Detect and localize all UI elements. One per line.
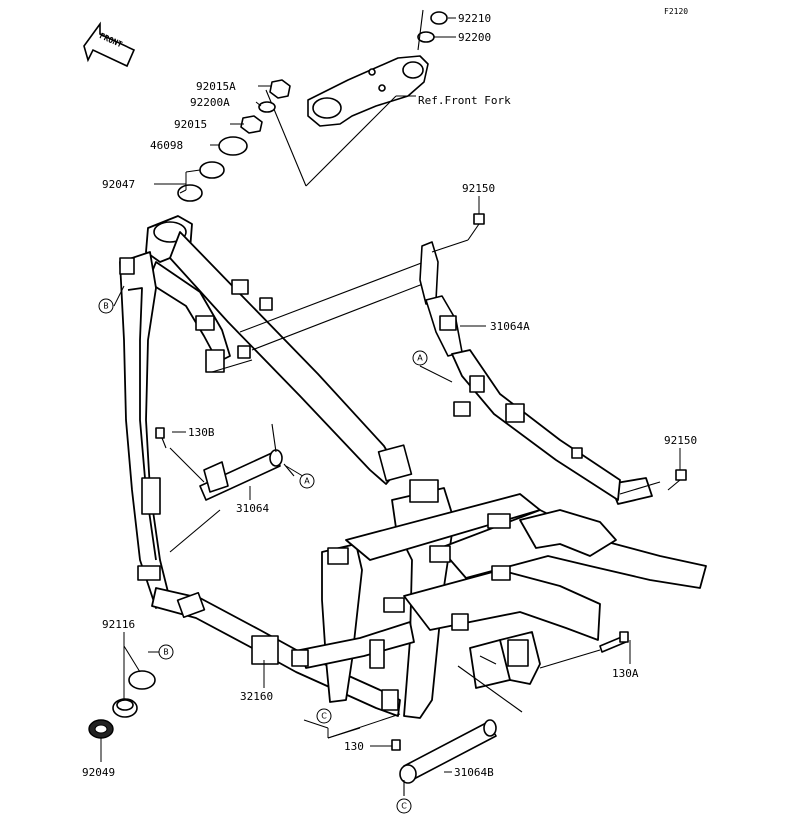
fork-clamp-left [312, 97, 342, 119]
label-31064B: 31064B [454, 766, 494, 779]
svg-text:C: C [401, 802, 407, 811]
downtube-bracket [141, 477, 161, 515]
frame-plug-mount [119, 257, 135, 275]
bolt-92150-right [667, 469, 687, 491]
seat-mount-bracket [377, 444, 413, 482]
ref-marker-a-rail: A [412, 350, 428, 366]
svg-text:A: A [417, 354, 423, 363]
front-direction-arrow: FRONT [83, 21, 136, 68]
label-92116: 92116 [102, 618, 135, 631]
fork-clamp-right [402, 61, 424, 79]
engine-mount-front [176, 591, 206, 619]
rear-bracket-32160-mount [251, 635, 279, 665]
callout-labels: 92210 92200 Ref.Front Fork 92015A 92200A… [82, 12, 697, 779]
label-130: 130 [344, 740, 364, 753]
cross-pipe-31064-group [169, 423, 295, 553]
svg-text:B: B [103, 302, 109, 311]
label-130A: 130A [612, 667, 639, 680]
ref-marker-c-frame: C [316, 708, 332, 724]
main-frame [119, 215, 707, 719]
seal-92049 [88, 719, 114, 739]
ref-marker-a-pipe: A [299, 473, 315, 489]
bolt-92150-top [431, 213, 485, 253]
figure-code: F2120 [664, 7, 688, 16]
label-92210: 92210 [458, 12, 491, 25]
plug-92116-group [112, 670, 156, 718]
rear-arch [519, 509, 617, 557]
svg-text:C: C [321, 712, 327, 721]
rail-31064A [451, 349, 621, 501]
dust-seal-46098 [218, 136, 248, 156]
backbone-tube [169, 231, 399, 485]
label-92015A: 92015A [196, 80, 236, 93]
label-31064A: 31064A [490, 320, 530, 333]
label-92049: 92049 [82, 766, 115, 779]
label-92200A: 92200A [190, 96, 230, 109]
ref-marker-b-frame: B [98, 298, 114, 314]
label-46098: 46098 [150, 139, 183, 152]
ref-marker-b-plug: B [158, 644, 174, 660]
label-92015: 92015 [174, 118, 207, 131]
nut-92210 [430, 11, 448, 25]
nut-92015 [240, 115, 263, 134]
bearing-upper-92047 [199, 161, 225, 179]
ref-markers: B A A B C C [98, 298, 428, 814]
cap-92116-upper [128, 670, 156, 690]
leader-lines [100, 17, 681, 773]
label-31064: 31064 [236, 502, 269, 515]
washer-92200A [258, 101, 276, 113]
label-ref-front-fork: Ref.Front Fork [418, 94, 511, 107]
steering-stem-group [265, 9, 448, 187]
label-92150-top: 92150 [462, 182, 495, 195]
svg-text:A: A [304, 477, 310, 486]
lower-cross-tube [299, 621, 415, 669]
svg-text:B: B [163, 648, 169, 657]
cross-pipe-31064A-group [211, 241, 661, 501]
ref-marker-c-pipe: C [396, 798, 412, 814]
bolt-130 [391, 739, 401, 751]
locknut-92015A [269, 79, 291, 99]
label-32160: 32160 [240, 690, 273, 703]
label-92200: 92200 [458, 31, 491, 44]
cross-pipe-31064B-group [399, 655, 523, 796]
bolt-130B [155, 427, 167, 449]
bearing-lower-92047 [177, 184, 203, 202]
label-92047: 92047 [102, 178, 135, 191]
label-130B: 130B [188, 426, 215, 439]
label-92150-right: 92150 [664, 434, 697, 447]
bolt-130A [539, 631, 629, 669]
front-downtube [119, 251, 171, 609]
